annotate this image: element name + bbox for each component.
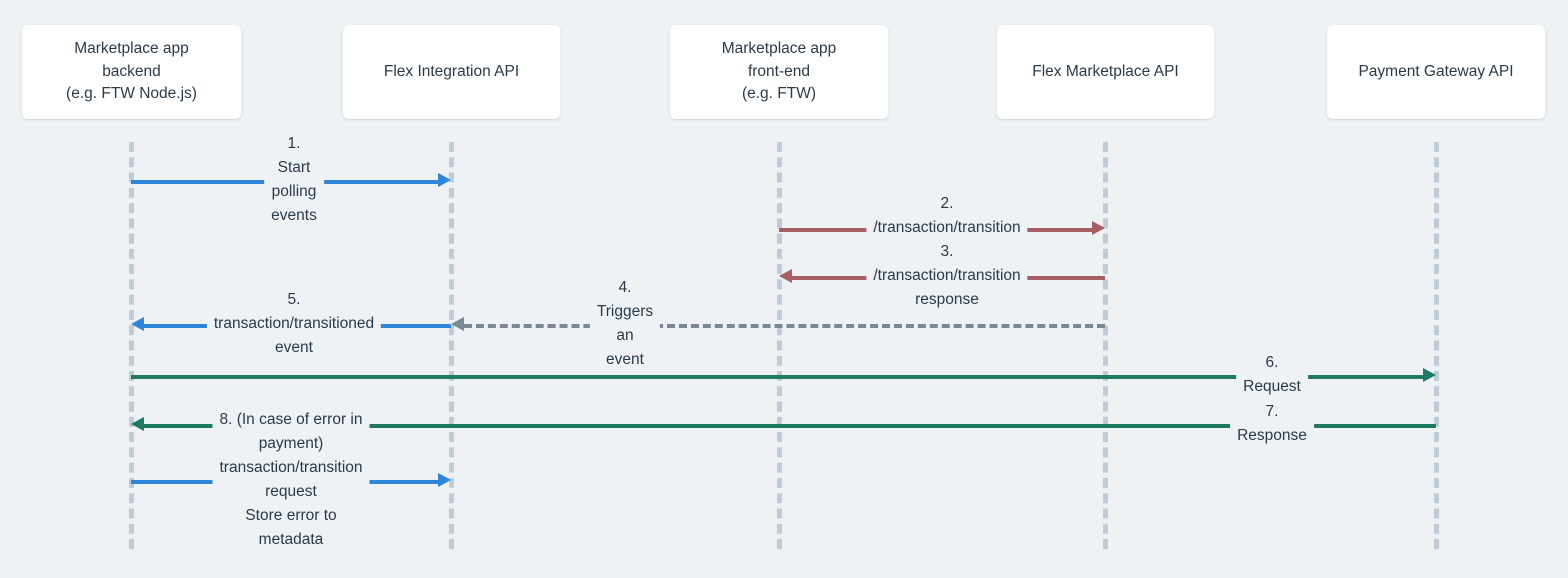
message-arrowhead-right [1423,368,1436,382]
lifeline-integration-api [449,142,454,549]
participant-integration-api: Flex Integration API [343,25,560,119]
message-arrowhead-right [438,473,451,487]
participant-marketplace-api: Flex Marketplace API [997,25,1214,119]
message-line [464,324,1105,328]
lifeline-marketplace-api [1103,142,1108,549]
message-line [131,375,1423,379]
message-label: 5. transaction/transitioned event [206,287,382,361]
message-line [144,424,1436,428]
message-arrowhead-right [1092,221,1105,235]
lifeline-frontend [777,142,782,549]
message-label: 8. (In case of error in payment) transac… [212,407,370,553]
participant-label: Flex Integration API [383,62,520,80]
participant-label: Marketplace app backend (e.g. FTW Node.j… [66,40,197,103]
message-arrowhead-left [131,417,144,431]
participant-label: Marketplace app front-end (e.g. FTW) [721,40,837,103]
participant-frontend: Marketplace app front-end (e.g. FTW) [670,25,888,119]
message-arrowhead-right [438,173,451,187]
participant-label: Payment Gateway API [1358,62,1514,80]
message-label: 4. Triggers an event [589,275,661,373]
message-label: 6. Request [1236,350,1308,400]
message-arrowhead-left [451,317,464,331]
message-arrowhead-left [779,269,792,283]
message-label: 3. /transaction/transition response [866,239,1028,313]
message-label: 7. Response [1230,399,1314,449]
lifeline-payment-gateway [1434,142,1439,549]
participant-payment-gateway: Payment Gateway API [1327,25,1545,119]
participant-label: Flex Marketplace API [1032,62,1179,80]
participant-backend: Marketplace app backend (e.g. FTW Node.j… [22,25,241,119]
message-arrowhead-left [131,317,144,331]
message-label: 1. Start polling events [264,131,324,229]
lifeline-backend [129,142,134,549]
